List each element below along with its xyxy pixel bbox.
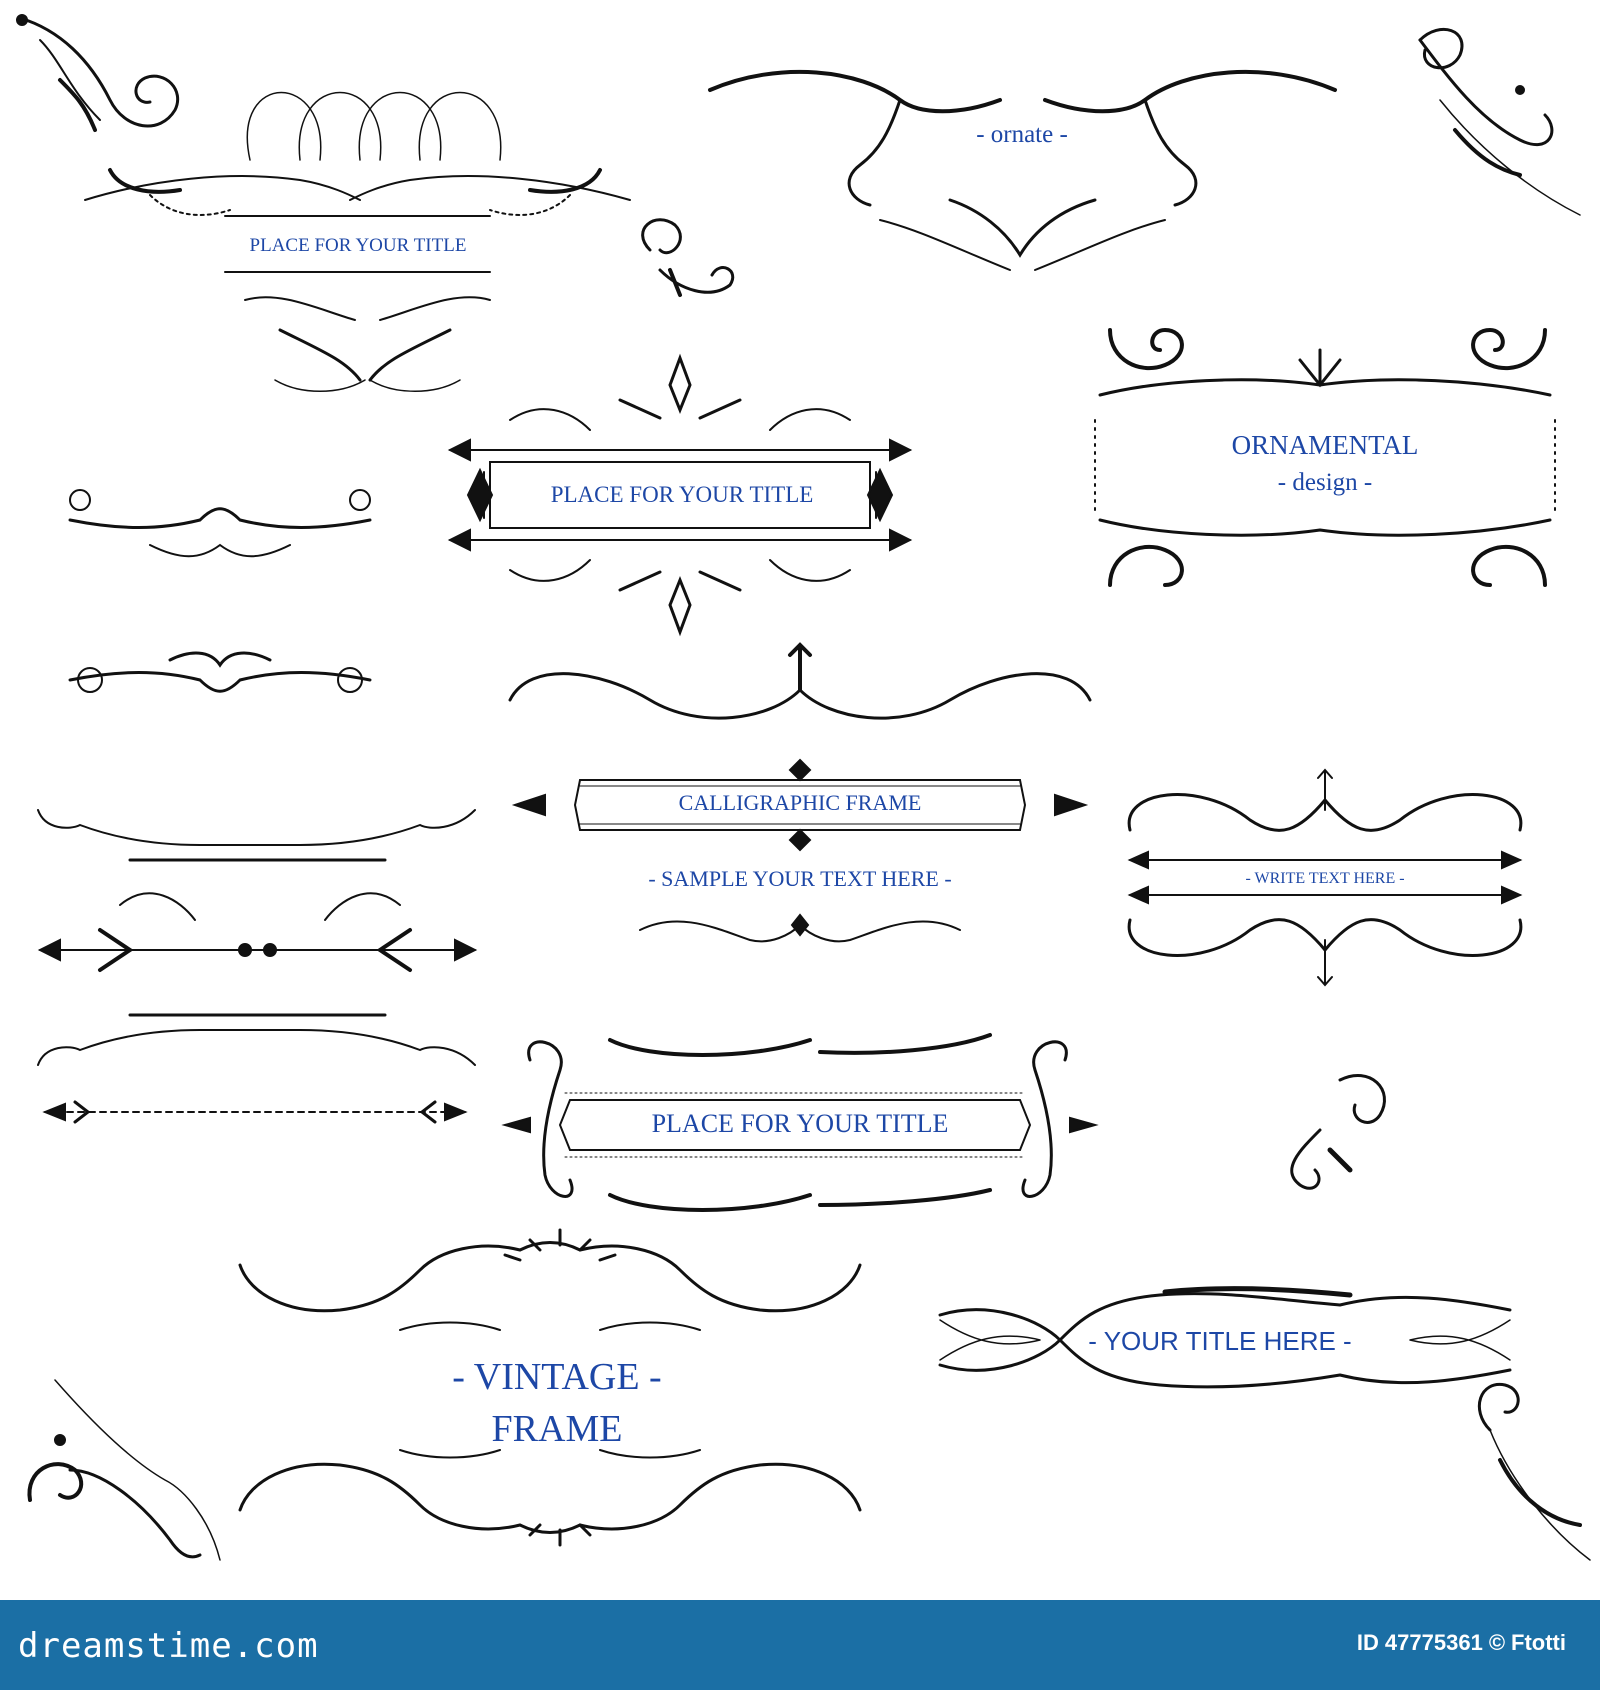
ornate-flourish-frame <box>708 69 1337 271</box>
divider-ornament-2 <box>68 651 372 693</box>
ornament-canvas <box>16 14 1591 1561</box>
calligraphic-frame <box>508 642 1092 943</box>
dashed-arrow-divider <box>42 1100 468 1124</box>
lower-title-frame <box>501 1033 1099 1212</box>
small-swirl-ornament-right-icon <box>1290 1073 1386 1190</box>
line-divider-2 <box>37 1013 476 1066</box>
ornate-label: - ornate - <box>976 121 1068 148</box>
corner-swirl-bottom-left-icon <box>27 1379 221 1561</box>
vintage-frame <box>238 1228 862 1547</box>
ornamental-label: ORNAMENTAL <box>1231 430 1419 460</box>
corner-swirl-top-right-icon <box>1418 27 1581 216</box>
arrow-title-frame <box>447 353 913 637</box>
copyright-symbol: © <box>1488 1630 1506 1655</box>
id-value: 47775361 <box>1384 1630 1483 1655</box>
ornamental-design-frame <box>1094 327 1556 587</box>
brand-logo[interactable]: dreamstime.com <box>18 1626 319 1666</box>
write-text-label: - WRITE TEXT HERE - <box>1245 870 1405 887</box>
title-label-lower: PLACE FOR YOUR TITLE <box>651 1109 949 1138</box>
crown-title-frame-top <box>84 91 631 392</box>
frame-label: FRAME <box>491 1408 623 1450</box>
corner-swirl-top-left-icon <box>16 14 180 132</box>
sample-text-label: - SAMPLE YOUR TEXT HERE - <box>648 866 952 891</box>
calligraphic-frame-label: CALLIGRAPHIC FRAME <box>678 790 922 815</box>
corner-swirl-bottom-right-icon <box>1477 1383 1591 1561</box>
title-label-mid: PLACE FOR YOUR TITLE <box>550 482 814 507</box>
line-divider-1 <box>37 809 476 862</box>
your-title-label: - YOUR TITLE HERE - <box>1088 1326 1352 1356</box>
small-swirl-ornament-icon <box>641 218 735 297</box>
author-name: Ftotti <box>1511 1630 1566 1655</box>
design-label: - design - <box>1277 469 1373 496</box>
arrow-divider <box>37 892 478 972</box>
id-label: ID <box>1356 1630 1379 1655</box>
vintage-label: - VINTAGE - <box>452 1356 662 1398</box>
your-title-frame <box>938 1286 1512 1389</box>
write-text-frame <box>1127 768 1523 987</box>
title-label-top: PLACE FOR YOUR TITLE <box>249 235 467 256</box>
divider-ornament-1 <box>68 489 372 558</box>
